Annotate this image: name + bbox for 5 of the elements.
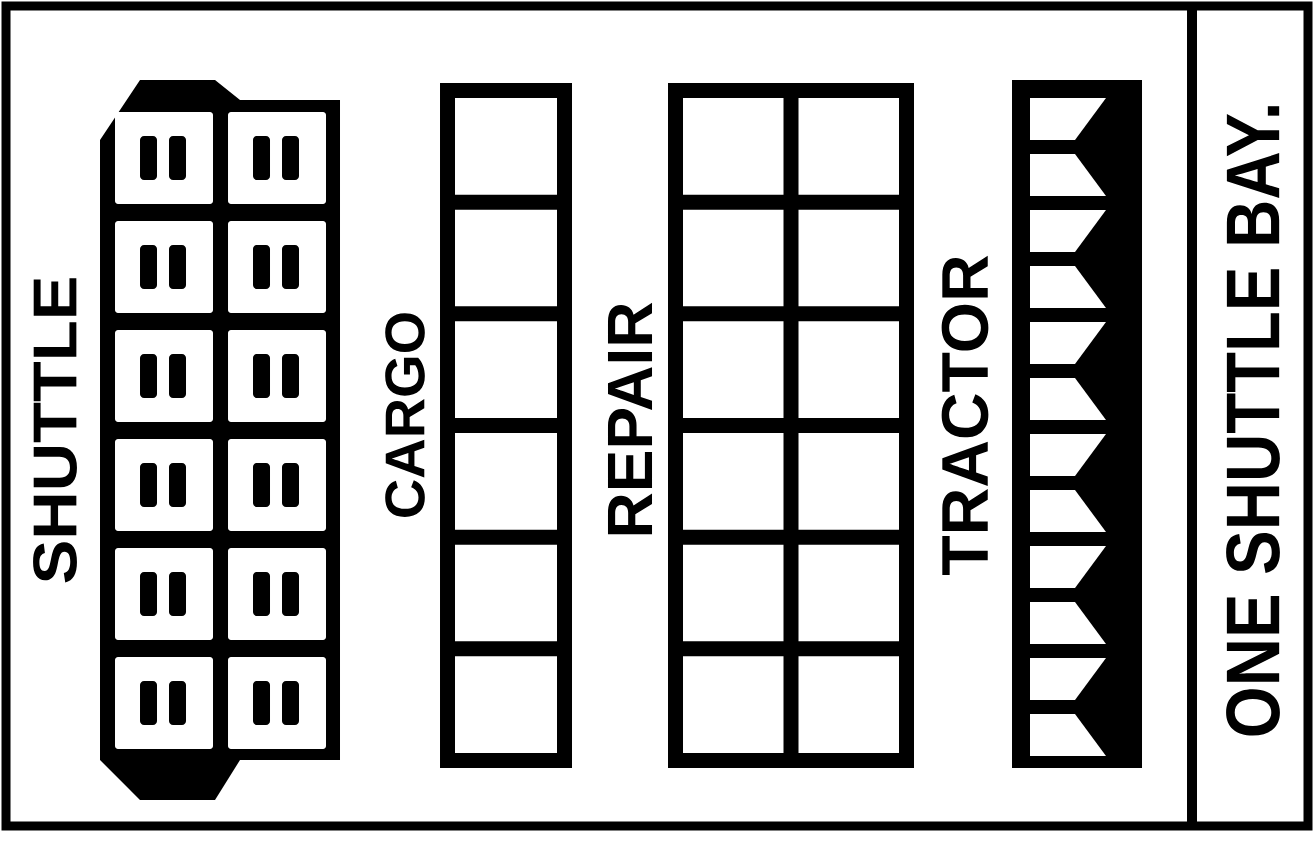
label: TRACTOR <box>941 255 989 575</box>
label: REPAIR <box>608 302 652 535</box>
label: ONE SHUTTLE BAY. <box>1226 106 1280 736</box>
label: CARGO <box>385 313 425 517</box>
label: SHUTTLE <box>33 278 77 583</box>
